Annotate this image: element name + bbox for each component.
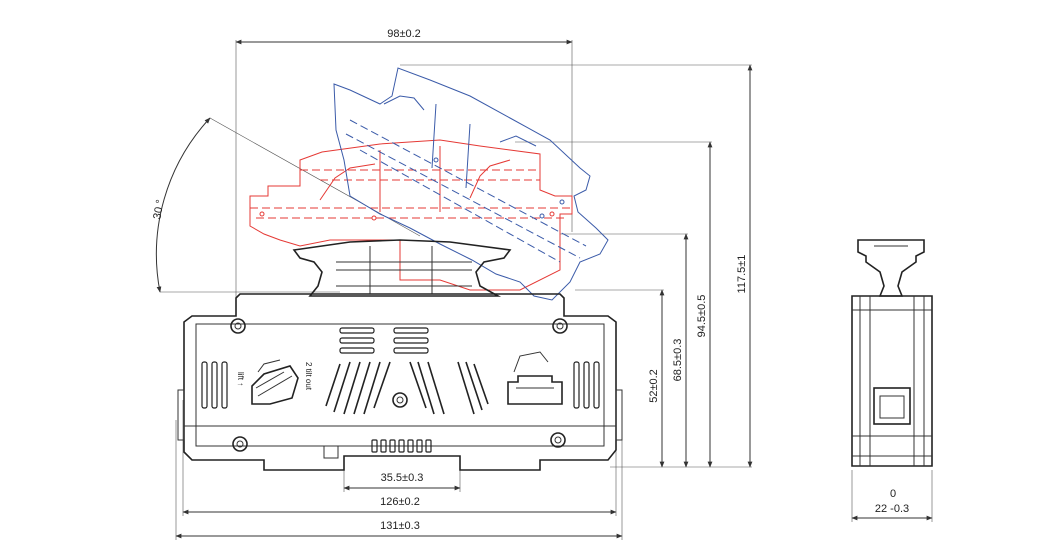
vent-grill-left: [325, 361, 391, 415]
label-step-1: lift ↑: [236, 372, 245, 386]
tilted-position-outline: [333, 67, 609, 301]
dim-height-117-5: 117.5±1: [736, 255, 748, 294]
open-position-outline: [249, 139, 573, 291]
dim-width-35-5: 35.5±0.3: [381, 472, 424, 484]
closed-handle-icon: [507, 351, 563, 405]
dim-side-tol-upper: 0: [890, 488, 896, 500]
dim-height-52: 52±0.2: [648, 369, 660, 403]
dim-height-94-5: 94.5±0.5: [696, 295, 708, 338]
fuse-body-front: [177, 293, 623, 471]
dim-side-width: 22 -0.3: [875, 503, 909, 515]
handle-closed: [292, 239, 512, 297]
dim-width-131: 131±0.3: [380, 520, 420, 532]
open-handle-icon: [251, 359, 299, 405]
fuse-body-side: [851, 239, 933, 467]
dim-height-68-5: 68.5±0.3: [672, 339, 684, 382]
dim-angle: 30 °: [151, 199, 166, 220]
vent-grill-right: [409, 361, 489, 415]
label-step-2: 2 tilt out: [304, 362, 313, 391]
dim-top-width: 98±0.2: [387, 28, 421, 40]
dimension-lines: [155, 39, 933, 540]
dim-width-126: 126±0.2: [380, 496, 420, 508]
